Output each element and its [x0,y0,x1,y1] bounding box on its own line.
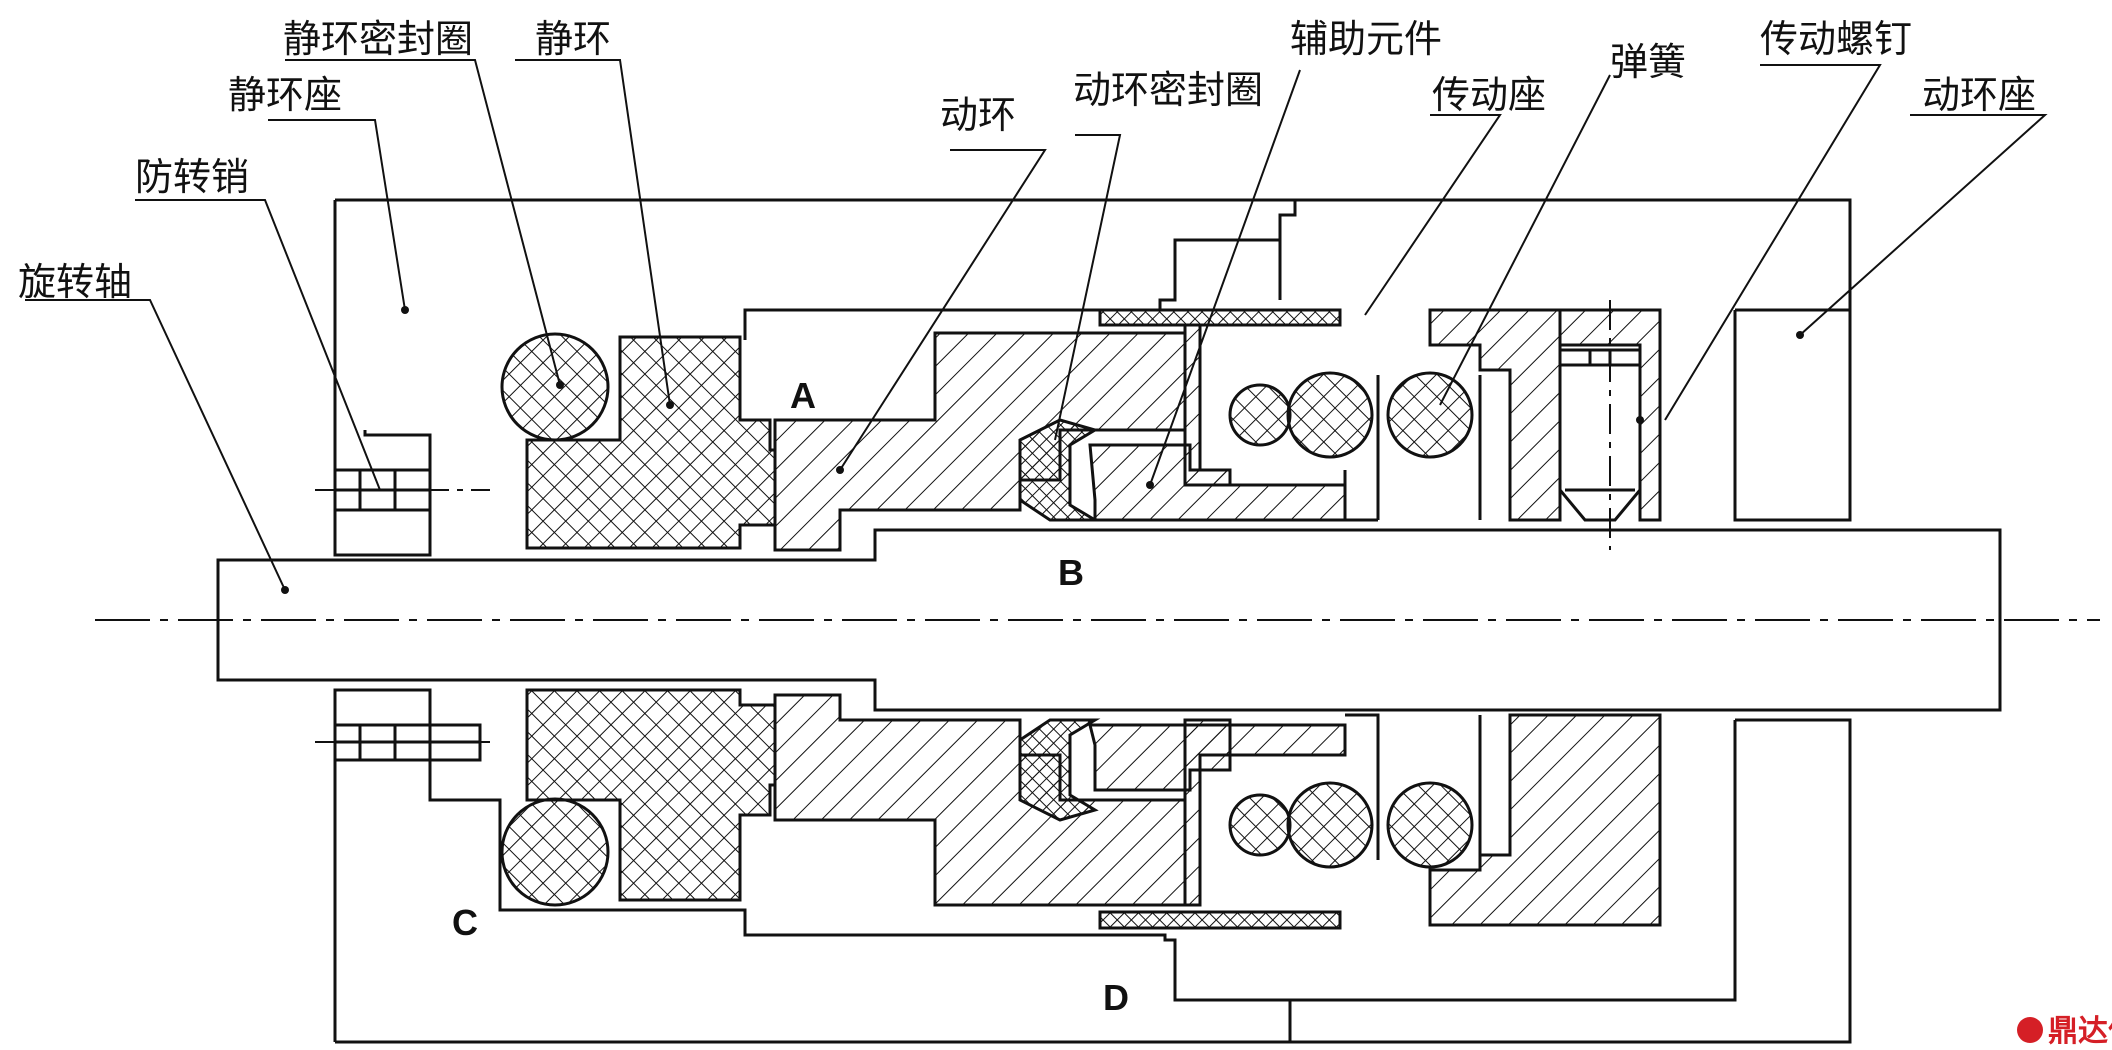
point-c: C [452,902,478,943]
watermark-logo: 鼎达信 [2017,1014,2112,1049]
label-moving-ring-seat: 动环座 [1922,73,2036,117]
label-drive-screw: 传动螺钉 [1760,17,1912,61]
drive-seat-bottom-wall [1183,718,1232,907]
spring-coil-2-bottom [1286,781,1374,869]
drive-seat-sleeve-bottom [1098,910,1342,930]
label-moving-ring: 动环 [940,93,1016,137]
stationary-ring-bottom [525,688,777,902]
drive-seat-sleeve-top [1098,308,1342,327]
spring-coil-3-top [1386,371,1474,459]
label-anti-rotation-pin: 防转销 [135,155,249,199]
anti-rotation-pin-bottom [333,723,482,762]
spring-coil-2-top [1286,371,1374,459]
spring-coil-1-top [1228,383,1292,447]
label-rotating-shaft: 旋转轴 [18,260,132,304]
label-stationary-ring-seal: 静环密封圈 [283,17,473,61]
label-stationary-ring-seat: 静环座 [228,73,342,117]
label-auxiliary-element: 辅助元件 [1290,17,1442,61]
moving-ring-seat-outline [1733,308,1852,522]
stationary-ring-seal-bottom [500,797,610,907]
drive-seat-top [1183,323,1232,487]
moving-ring-seal-bottom [1018,718,1101,822]
label-stationary-ring: 静环 [535,17,611,61]
rotating-shaft-outline [216,528,2002,712]
label-moving-ring-seal: 动环密封圈 [1073,68,1263,112]
stationary-ring-seal-top [500,332,610,442]
point-a: A [790,375,816,416]
point-d: D [1103,977,1129,1018]
spring-coil-3-bottom [1386,781,1474,869]
label-drive-seat: 传动座 [1432,73,1546,117]
watermark-text: 鼎达信 [2048,1014,2112,1049]
auxiliary-element-bottom [1088,723,1347,792]
point-b: B [1058,552,1084,593]
label-spring: 弹簧 [1610,40,1686,84]
drive-seat-lower-body [1428,713,1662,927]
spring-coil-1-bottom [1228,793,1292,857]
anti-rotation-pin-top [333,468,432,512]
stationary-ring-seat-outline [335,198,1297,340]
moving-ring-seal-top [1018,418,1101,522]
